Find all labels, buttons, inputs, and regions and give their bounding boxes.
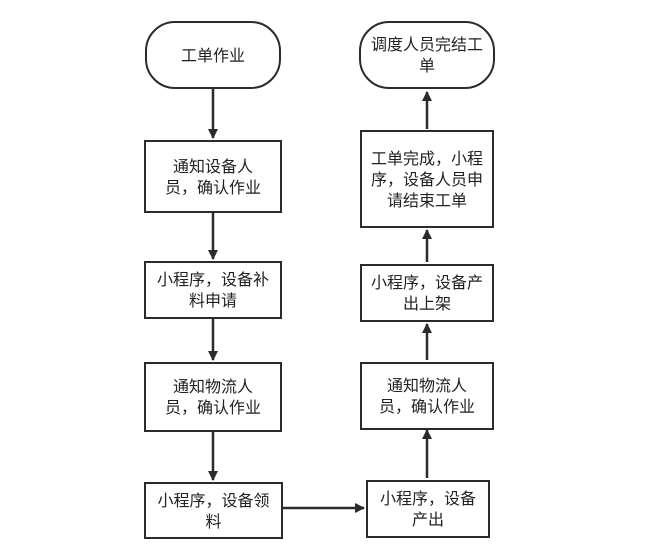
replenish-process: 小程序，设备补料申请 xyxy=(144,261,282,319)
collect-label: 小程序，设备领料 xyxy=(157,490,270,531)
end-label: 调度人员完结工单 xyxy=(370,35,483,75)
notify-device-label: 通知设备人员，确认作业 xyxy=(164,156,261,197)
start-label: 工单作业 xyxy=(180,45,245,65)
start-terminal: 工单作业 xyxy=(145,21,281,89)
notify-logistics-right-process: 通知物流人员，确认作业 xyxy=(360,362,494,430)
shelve-label: 小程序，设备产出上架 xyxy=(370,273,483,313)
notify-logistics-right-label: 通知物流人员，确认作业 xyxy=(378,376,475,416)
notify-logistics-left-label: 通知物流人员，确认作业 xyxy=(164,377,261,417)
shelve-process: 小程序，设备产出上架 xyxy=(360,264,494,322)
notify-device-process: 通知设备人员，确认作业 xyxy=(144,140,282,213)
complete-label: 工单完成，小程序，设备人员申请结束工单 xyxy=(370,148,483,210)
notify-logistics-left-process: 通知物流人员，确认作业 xyxy=(144,362,282,432)
end-terminal: 调度人员完结工单 xyxy=(359,21,495,89)
complete-process: 工单完成，小程序，设备人员申请结束工单 xyxy=(360,130,494,228)
collect-process: 小程序，设备领料 xyxy=(144,482,283,539)
output-label: 小程序，设备产出 xyxy=(379,489,476,529)
output-process: 小程序，设备产出 xyxy=(366,480,490,538)
replenish-label: 小程序，设备补料申请 xyxy=(156,270,269,310)
